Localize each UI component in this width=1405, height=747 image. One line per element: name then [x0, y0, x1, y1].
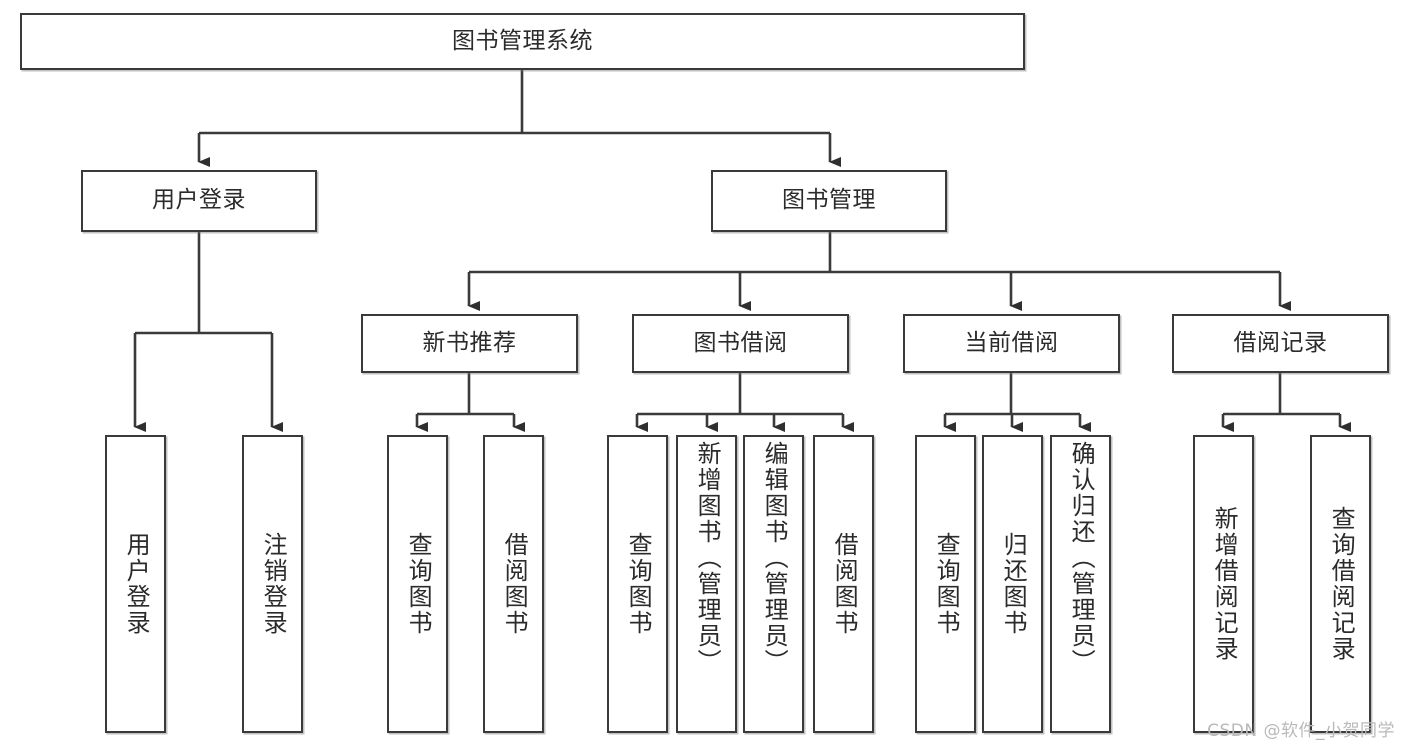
node-root[interactable]: 图书管理系统: [20, 13, 1025, 70]
node-leaf-query-borrow-record-label: 查询借阅记录: [1327, 506, 1356, 662]
node-leaf-confirm-return-admin[interactable]: 确认归还（管理员）: [1050, 435, 1111, 733]
node-leaf-query-borrow-record[interactable]: 查询借阅记录: [1310, 435, 1371, 733]
node-leaf-borrow-book-label: 借阅图书: [830, 532, 859, 636]
node-user-login[interactable]: 用户登录: [81, 170, 317, 232]
node-leaf-return-book-label: 归还图书: [999, 532, 1028, 636]
node-leaf-user-login-label: 用户登录: [122, 532, 151, 636]
node-leaf-edit-book-admin[interactable]: 编辑图书（管理员）: [743, 435, 804, 733]
node-leaf-add-book-admin-label: 新增图书（管理员）: [693, 441, 722, 675]
node-current-borrow-label: 当前借阅: [964, 329, 1059, 356]
node-leaf-add-book-admin[interactable]: 新增图书（管理员）: [676, 435, 737, 733]
node-borrow-record[interactable]: 借阅记录: [1172, 314, 1389, 373]
node-leaf-add-borrow-record[interactable]: 新增借阅记录: [1193, 435, 1254, 733]
node-leaf-add-borrow-record-label: 新增借阅记录: [1210, 506, 1239, 662]
node-leaf-logout[interactable]: 注销登录: [242, 435, 303, 733]
node-new-book-recommend-label: 新书推荐: [422, 329, 517, 356]
node-leaf-edit-book-admin-label: 编辑图书（管理员）: [760, 441, 789, 675]
node-leaf-return-book[interactable]: 归还图书: [982, 435, 1043, 733]
node-leaf-new-book-query-label: 查询图书: [404, 532, 433, 636]
node-leaf-new-book-borrow-label: 借阅图书: [500, 532, 529, 636]
node-current-borrow[interactable]: 当前借阅: [903, 314, 1120, 373]
node-leaf-confirm-return-admin-label: 确认归还（管理员）: [1067, 441, 1096, 675]
node-borrow-record-label: 借阅记录: [1233, 329, 1328, 356]
node-leaf-current-query-book[interactable]: 查询图书: [915, 435, 976, 733]
node-book-management-label: 图书管理: [782, 187, 876, 214]
node-root-label: 图书管理系统: [452, 27, 593, 54]
node-new-book-recommend[interactable]: 新书推荐: [361, 314, 578, 373]
node-leaf-new-book-borrow[interactable]: 借阅图书: [483, 435, 544, 733]
node-book-borrow[interactable]: 图书借阅: [632, 314, 849, 373]
node-book-borrow-label: 图书借阅: [693, 329, 788, 356]
node-leaf-borrow-query-book-label: 查询图书: [624, 532, 653, 636]
node-leaf-borrow-book[interactable]: 借阅图书: [813, 435, 874, 733]
node-book-management[interactable]: 图书管理: [711, 170, 947, 232]
node-leaf-new-book-query[interactable]: 查询图书: [387, 435, 448, 733]
node-leaf-current-query-book-label: 查询图书: [932, 532, 961, 636]
node-leaf-logout-label: 注销登录: [259, 532, 288, 636]
node-leaf-user-login[interactable]: 用户登录: [105, 435, 166, 733]
node-leaf-borrow-query-book[interactable]: 查询图书: [607, 435, 668, 733]
node-user-login-label: 用户登录: [152, 187, 246, 214]
watermark: CSDN @软件_小贺同学: [1207, 721, 1395, 741]
